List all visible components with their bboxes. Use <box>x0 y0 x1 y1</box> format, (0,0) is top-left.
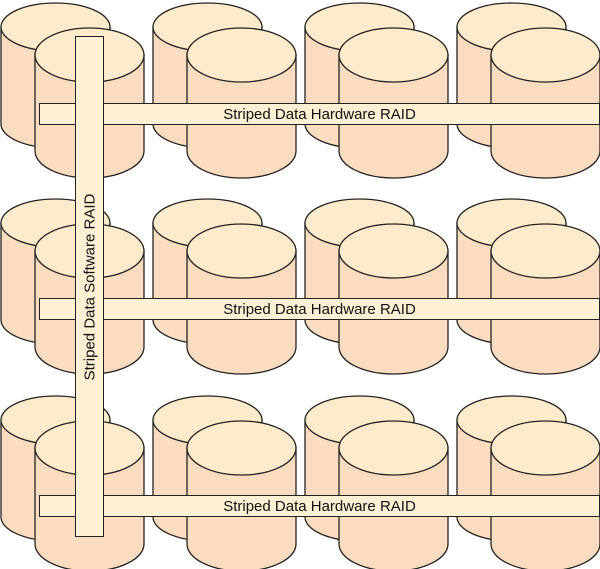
hardware-raid-bar-3: Striped Data Hardware RAID <box>39 495 600 517</box>
hardware-raid-bar-1: Striped Data Hardware RAID <box>39 103 600 125</box>
software-raid-bar: Striped Data Software RAID <box>75 36 104 537</box>
hardware-raid-label: Striped Data Hardware RAID <box>223 300 416 318</box>
hardware-raid-label: Striped Data Hardware RAID <box>223 497 416 515</box>
software-raid-label: Striped Data Software RAID <box>81 193 98 380</box>
hardware-raid-label: Striped Data Hardware RAID <box>223 105 416 123</box>
hardware-raid-bar-2: Striped Data Hardware RAID <box>39 298 600 320</box>
